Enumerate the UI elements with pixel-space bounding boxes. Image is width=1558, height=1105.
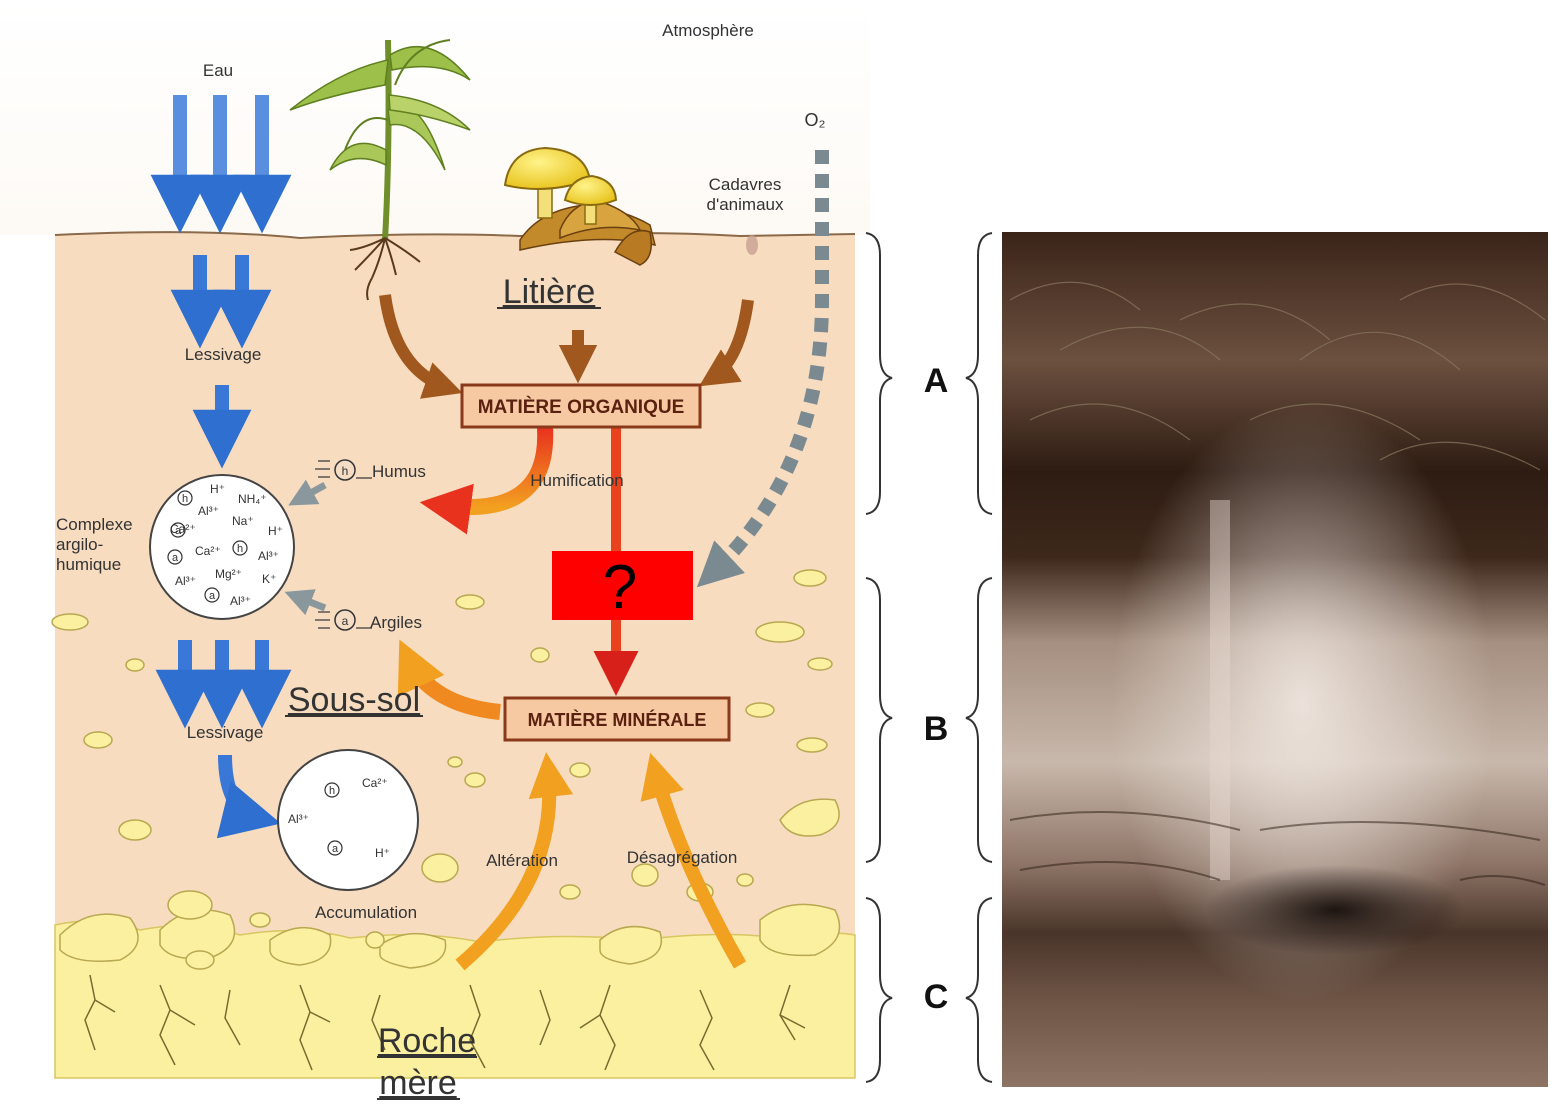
organic-matter-box: MATIÈRE ORGANIQUE [460, 383, 702, 429]
ion: Mg²⁺ [215, 567, 242, 581]
label-underlines [285, 307, 601, 1100]
accum-particles [324, 782, 343, 856]
desagregation-label: Désagrégation [627, 848, 738, 867]
cadavres-label-1: Cadavres [709, 175, 782, 194]
bedrock-boulders [59, 903, 841, 969]
ion: Al³⁺ [230, 594, 251, 608]
ion: Ca²⁺ [195, 544, 221, 558]
leaching-label-bottom: Lessivage [187, 723, 264, 742]
weathering-arrows [455, 752, 747, 971]
ion: Al³⁺ [288, 812, 309, 826]
ion: K⁺ [262, 572, 276, 586]
ion: Al³⁺ [175, 574, 196, 588]
ion: H⁺ [210, 482, 225, 496]
ion: Ca²⁺ [362, 776, 388, 790]
clay-humus-complex-circle [149, 474, 295, 620]
horizon-braces-right [965, 232, 993, 1083]
accum-letters: h a [329, 785, 339, 855]
horizon-braces-left [865, 232, 893, 1083]
animal-remains [746, 235, 758, 255]
ion: Al³⁺ [198, 504, 219, 518]
complex-particles [167, 490, 248, 603]
accum-ions: Ca²⁺ Al³⁺ H⁺ [288, 776, 390, 860]
particle-h-3: h [329, 785, 335, 797]
complex-label-1: Complexe [56, 515, 133, 534]
leaching-label-top: Lessivage [185, 345, 262, 364]
mineral-matter-box: MATIÈRE MINÉRALE [503, 696, 731, 742]
question-box: ? [552, 551, 693, 622]
water-arrows-soil [155, 255, 292, 839]
horizon-c-label: C [924, 978, 949, 1016]
horizon-a-label: A [924, 362, 949, 400]
water-label: Eau [203, 61, 233, 80]
accumulation-circle [277, 749, 419, 891]
clay-particle: a [315, 609, 372, 631]
ion: Al³⁺ [258, 549, 279, 563]
ion: Na⁺ [232, 514, 254, 528]
particle-a-3: a [209, 590, 216, 602]
subsoil-label: Sous-sol [288, 681, 420, 719]
particle-a-2: a [172, 552, 179, 564]
organic-matter-label: MATIÈRE ORGANIQUE [478, 396, 685, 418]
particle-a-4: a [332, 843, 339, 855]
ion: NH₄⁺ [238, 492, 267, 506]
litter-label: Litière [503, 273, 596, 311]
cadavres-label-2: d'animaux [707, 195, 784, 214]
humification-label: Humification [530, 471, 624, 490]
complex-letters: h a a a h [172, 493, 243, 602]
particle-a-1: a [175, 525, 182, 537]
plant-illustration [289, 39, 471, 301]
alteration-label: Altération [486, 851, 558, 870]
grey-arrows [284, 479, 327, 616]
complex-label-2: argilo- [56, 535, 103, 554]
atmosphere-label: Atmosphère [662, 21, 754, 40]
soil-profile-photo [1002, 232, 1548, 1087]
particle-h-1: h [182, 493, 188, 505]
particle-a-label: a [342, 614, 349, 628]
mushroom-illustration [503, 146, 657, 266]
clays-label: Argiles [370, 613, 422, 632]
mineral-matter-label: MATIÈRE MINÉRALE [528, 709, 707, 730]
bedrock-label-1: Roche [378, 1022, 476, 1060]
complex-label-3: humique [56, 555, 121, 574]
horizon-b-label: B [924, 710, 949, 748]
ion: H⁺ [268, 524, 283, 538]
o2-dashed-arrow [696, 150, 829, 588]
organic-arrows [379, 294, 754, 399]
soil-body [55, 232, 855, 1078]
complex-ions: H⁺ Al³⁺ NH₄⁺ Ca²⁺ Na⁺ H⁺ Ca²⁺ Al³⁺ Al³⁺ … [170, 482, 283, 608]
bedrock-label-2: mère [379, 1064, 456, 1102]
humification-arrow [419, 427, 554, 535]
mineral-to-clay-arrow [397, 639, 501, 720]
accumulation-label: Accumulation [315, 903, 417, 922]
humus-label: Humus [372, 462, 426, 481]
humus-particle: h [315, 459, 372, 481]
o2-label: O₂ [805, 110, 826, 130]
subsoil-stones [51, 569, 840, 970]
ion: Ca²⁺ [170, 522, 196, 536]
ion: H⁺ [375, 846, 390, 860]
water-arrows-top [150, 95, 292, 234]
question-mark: ? [603, 553, 637, 622]
particle-h-label: h [342, 464, 349, 478]
particle-h-2: h [237, 543, 243, 555]
bedrock-cracks [84, 974, 806, 1071]
